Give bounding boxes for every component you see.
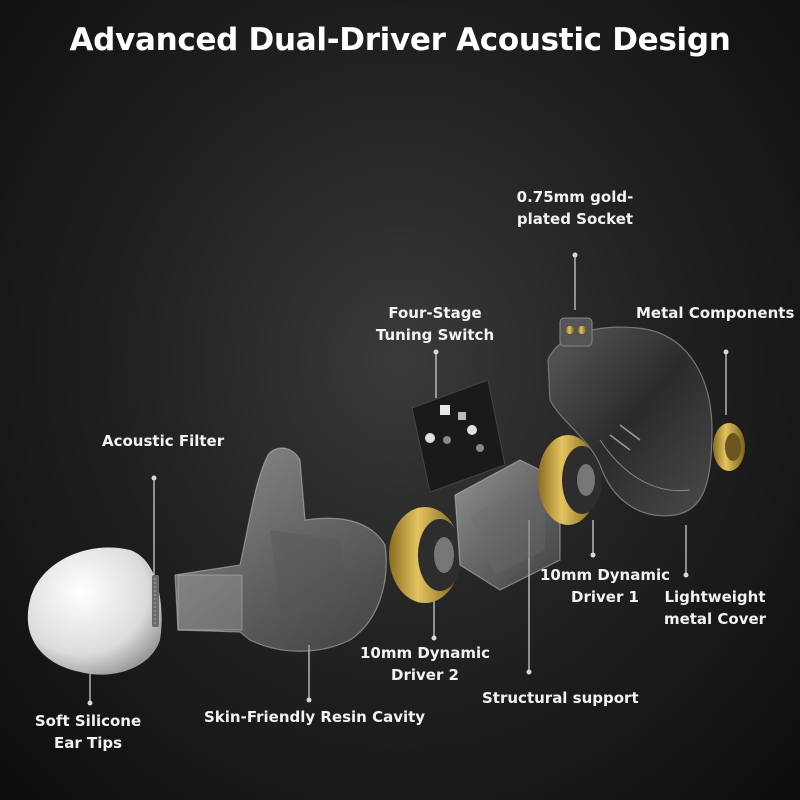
metal-shell-shape <box>547 326 713 517</box>
driver-2-shape <box>389 507 462 603</box>
structural-support-shape <box>454 459 561 591</box>
metal-cover-shape <box>713 423 745 471</box>
label-gold-socket: 0.75mm gold- plated Socket <box>516 188 634 228</box>
label-driver-2: 10mm Dynamic Driver 2 <box>359 644 491 684</box>
page-title: Advanced Dual-Driver Acoustic Design <box>69 22 731 58</box>
acoustic-filter-shape <box>152 575 159 627</box>
leader-dots <box>87 252 729 706</box>
label-metal-components: Metal Components <box>636 304 795 322</box>
socket-shape <box>559 317 593 347</box>
label-structural-support: Structural support <box>482 689 639 707</box>
label-resin-cavity: Skin-Friendly Resin Cavity <box>204 708 426 726</box>
label-metal-cover: Lightweight metal Cover <box>663 588 767 628</box>
ear-tip-shape <box>27 547 162 675</box>
tuning-switch-shape <box>411 379 506 493</box>
resin-cavity-shape <box>174 447 387 652</box>
label-ear-tips: Soft Silicone Ear Tips <box>34 712 142 752</box>
label-driver-1: 10mm Dynamic Driver 1 <box>539 566 671 606</box>
label-acoustic-filter: Acoustic Filter <box>102 432 225 450</box>
label-tuning-switch: Four-Stage Tuning Switch <box>375 304 495 344</box>
driver-1-shape <box>538 435 602 525</box>
